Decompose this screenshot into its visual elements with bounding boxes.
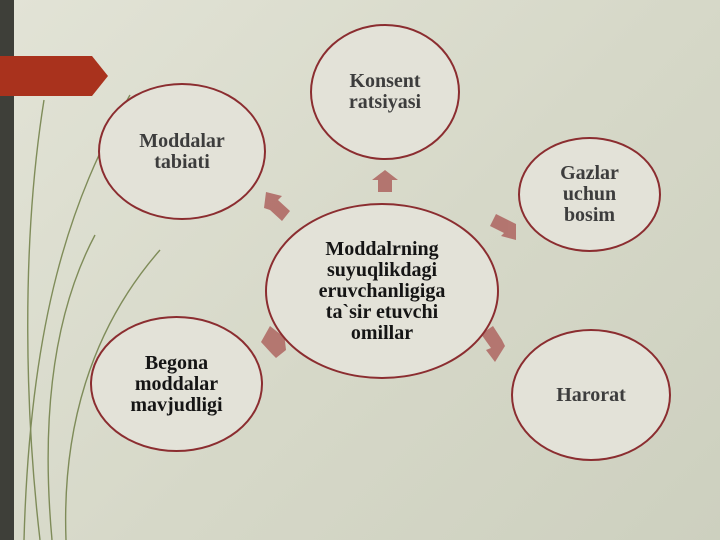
factor-node-substance-nature: Moddalar tabiati xyxy=(98,83,266,220)
arrow-to-top xyxy=(372,170,398,192)
central-topic-node: Moddalrning suyuqlikdagi eruvchanligiga … xyxy=(265,203,499,379)
factor-label-temperature: Harorat xyxy=(556,383,626,406)
factor-label-concentration: Konsent ratsiyasi xyxy=(348,70,422,113)
factor-label-foreign-substances: Begona moddalar mavjudligi xyxy=(130,351,223,416)
arrow-to-right xyxy=(481,326,505,362)
factor-label-substance-nature: Moddalar tabiati xyxy=(139,129,225,173)
factor-node-foreign-substances: Begona moddalar mavjudligi xyxy=(90,316,263,452)
central-topic-label: Moddalrning suyuqlikdagi eruvchanligiga … xyxy=(318,237,446,344)
factor-label-gas-pressure: Gazlar uchun bosim xyxy=(560,162,619,226)
left-bar xyxy=(0,0,14,540)
factor-node-gas-pressure: Gazlar uchun bosim xyxy=(518,137,661,252)
arrow-to-top-left xyxy=(264,192,290,221)
arrow-to-top-right xyxy=(490,214,516,240)
accent-arrow-shape xyxy=(0,56,108,96)
factor-node-concentration: Konsent ratsiyasi xyxy=(310,24,460,160)
factor-node-temperature: Harorat xyxy=(511,329,671,461)
